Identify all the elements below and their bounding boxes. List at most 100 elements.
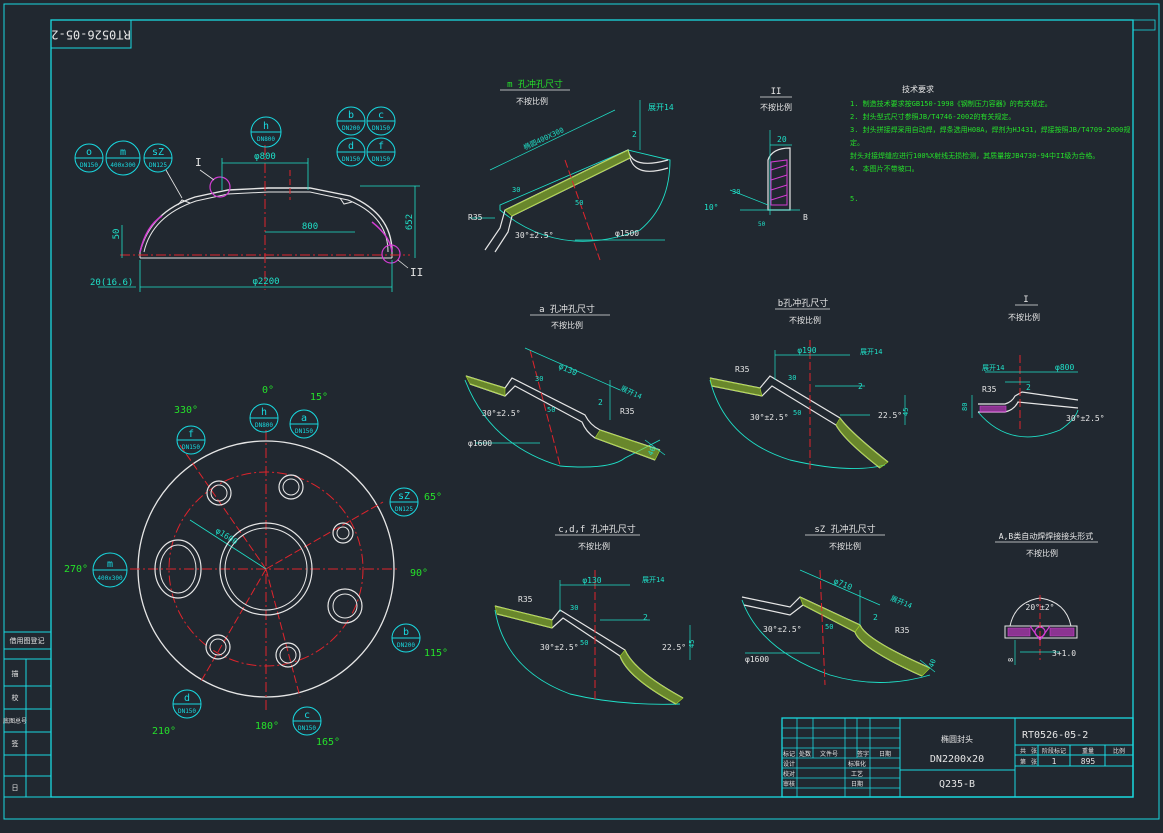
svg-text:30°±2.5°: 30°±2.5°: [540, 643, 579, 652]
svg-text:f: f: [378, 141, 384, 152]
svg-text:R35: R35: [982, 385, 997, 394]
detail-circle-I: [209, 176, 231, 198]
sheet-frame: [3, 3, 1160, 820]
title-weight: 895: [1081, 757, 1096, 766]
svg-text:2. 封头型式尺寸参照JB/T4746-2002的有关规定。: 2. 封头型式尺寸参照JB/T4746-2002的有关规定。: [850, 112, 1015, 121]
detail-cdf-scale: 不按比例: [578, 541, 610, 551]
nozzle-a: [278, 474, 304, 500]
svg-text:DN200: DN200: [397, 642, 415, 649]
svg-text:a: a: [301, 413, 307, 424]
svg-text:5.: 5.: [850, 195, 858, 203]
angle-90: 90°: [410, 568, 428, 579]
dim-20: 20(16.6): [90, 278, 133, 288]
svg-text:审核: 审核: [783, 780, 795, 788]
svg-text:h: h: [263, 121, 269, 132]
dim-phi2200: φ2200: [252, 277, 279, 287]
svg-text:4. 本图片不带坡口。: 4. 本图片不带坡口。: [850, 164, 919, 173]
plan-balloon-c: c DN150: [292, 706, 322, 736]
svg-text:2: 2: [858, 382, 863, 391]
angle-330: 330°: [174, 405, 198, 416]
svg-text:张: 张: [1031, 747, 1037, 755]
dim-50: 50: [112, 229, 122, 240]
svg-text:45: 45: [902, 408, 910, 416]
svg-text:50: 50: [575, 199, 583, 207]
svg-text:40: 40: [927, 658, 937, 669]
detail-b-title: b孔冲孔尺寸: [778, 297, 828, 309]
svg-text:f: f: [188, 429, 194, 440]
detail-cdf-title: c,d,f 孔冲孔尺寸: [558, 523, 636, 535]
svg-text:处数: 处数: [799, 750, 811, 758]
svg-text:h: h: [261, 407, 267, 418]
svg-text:d: d: [184, 693, 190, 704]
title-spec: DN2200x20: [930, 754, 984, 765]
balloon-f: f DN150: [366, 137, 396, 167]
svg-text:R35: R35: [735, 365, 750, 374]
svg-text:22.5°: 22.5°: [662, 643, 686, 652]
detail-sZ-title: sZ 孔冲孔尺寸: [814, 523, 875, 535]
svg-text:3+1.0: 3+1.0: [1052, 649, 1076, 658]
tech-req-title: 技术要求: [902, 84, 934, 94]
nozzle-c: [275, 642, 301, 668]
svg-text:DN150: DN150: [372, 156, 390, 163]
detail-sZ: sZ 孔冲孔尺寸 不按比例 φ710 展开14 30°±2.5° R35 2 5…: [741, 523, 938, 686]
svg-text:校: 校: [12, 693, 19, 702]
svg-text:定。: 定。: [850, 138, 864, 147]
svg-text:2: 2: [873, 613, 878, 622]
svg-text:展开14: 展开14: [860, 348, 882, 356]
svg-text:45: 45: [688, 640, 696, 648]
svg-text:展开14: 展开14: [889, 594, 913, 610]
dim-phi800: φ800: [254, 152, 276, 162]
svg-text:400x300: 400x300: [110, 162, 136, 169]
technical-requirements: 技术要求 1. 制造技术要求按GB150-1998《钢制压力容器》的有关规定。 …: [850, 84, 1130, 203]
detail-a-scale: 不按比例: [551, 320, 583, 330]
svg-text:展开14: 展开14: [982, 364, 1004, 372]
svg-text:b: b: [348, 110, 354, 121]
title-drawing-number: RT0526-05-2: [1022, 730, 1088, 741]
svg-text:第: 第: [1020, 758, 1026, 766]
svg-text:30: 30: [732, 188, 740, 196]
detail-I: I 不按比例 展开14 φ800 R35 2 80 30°±2.5°: [961, 295, 1105, 438]
svg-text:2: 2: [1026, 383, 1031, 392]
detail-AB-title: A,B类自动焊焊接接头形式: [999, 531, 1093, 541]
svg-text:借用图登记: 借用图登记: [10, 636, 45, 645]
svg-text:日: 日: [12, 784, 19, 792]
svg-text:张: 张: [1031, 758, 1037, 766]
svg-text:40: 40: [647, 446, 658, 457]
angle-115: 115°: [424, 648, 448, 659]
detail-m-scale: 不按比例: [516, 96, 548, 106]
detail-b-scale: 不按比例: [789, 315, 821, 325]
angle-180: 180°: [255, 721, 279, 732]
angle-270: 270°: [64, 564, 88, 575]
svg-text:30: 30: [535, 375, 543, 383]
svg-text:φ800: φ800: [1055, 363, 1074, 372]
svg-text:比例: 比例: [1113, 747, 1125, 755]
svg-text:文件号: 文件号: [820, 750, 838, 758]
svg-text:50: 50: [825, 623, 833, 631]
balloon-m: m 400x300: [105, 140, 141, 176]
plan-balloon-h: h DN800: [249, 403, 279, 433]
title-stage: 1: [1052, 757, 1057, 766]
svg-text:30°±2.5°: 30°±2.5°: [482, 409, 521, 418]
detail-AB-weld: A,B类自动焊焊接接头形式 不按比例 20°±2° 3+1.0 8: [995, 531, 1098, 665]
plan-balloon-a: a DN150: [289, 409, 319, 439]
svg-text:30°±2.5°: 30°±2.5°: [750, 413, 789, 422]
svg-text:φ130: φ130: [582, 576, 601, 585]
angle-15: 15°: [310, 392, 328, 403]
plan-balloon-sZ: sZ DN125: [389, 487, 419, 517]
plan-balloon-b: b DN200: [391, 623, 421, 653]
svg-text:设计: 设计: [783, 760, 795, 768]
svg-text:c: c: [378, 110, 384, 121]
dim-800: 800: [302, 222, 318, 232]
svg-text:DN150: DN150: [372, 125, 390, 132]
svg-text:DN800: DN800: [257, 136, 275, 143]
svg-text:椭圆400X300: 椭圆400X300: [522, 125, 565, 152]
svg-text:φ130: φ130: [557, 362, 578, 378]
left-strip-table: 借用图登记 描 校 底图总号 签 日: [3, 631, 52, 798]
svg-text:50: 50: [547, 406, 555, 414]
detail-AB-scale: 不按比例: [1026, 548, 1058, 558]
nozzle-h: [219, 522, 313, 616]
svg-text:DN150: DN150: [182, 444, 200, 451]
svg-text:80: 80: [961, 403, 969, 411]
detail-m-title: m 孔冲孔尺寸: [507, 78, 563, 90]
